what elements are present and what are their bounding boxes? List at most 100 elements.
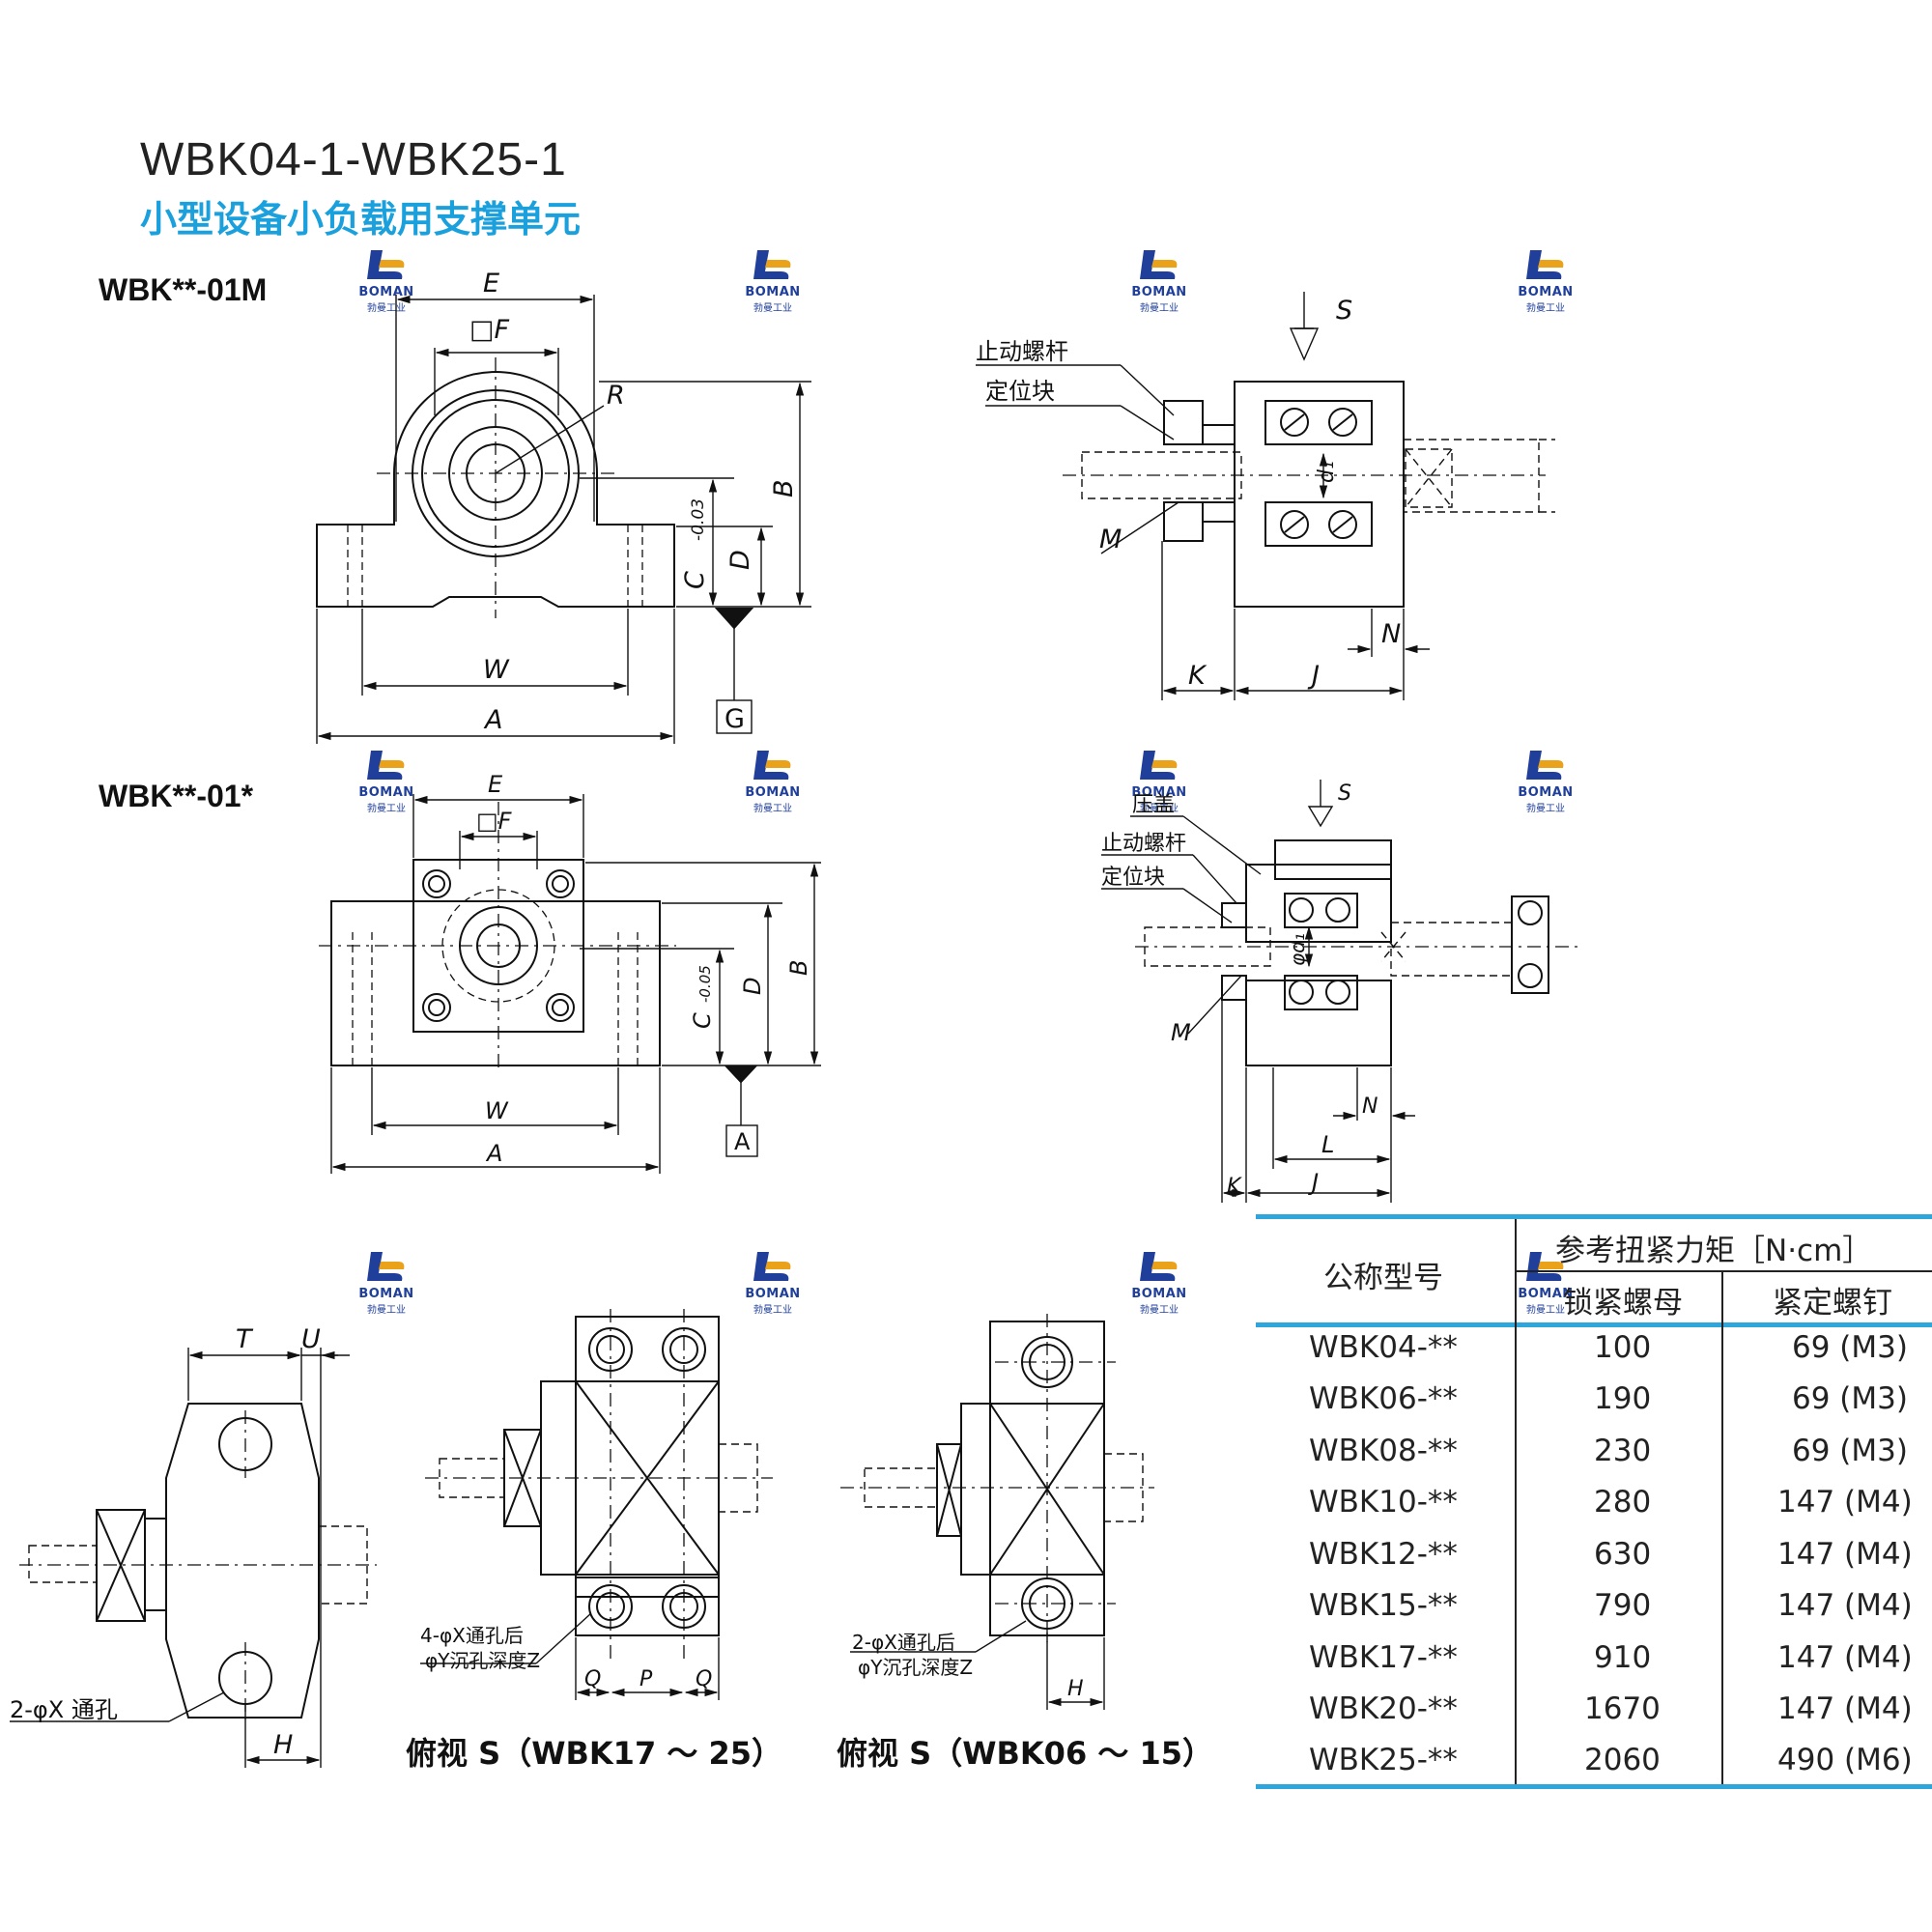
logo-sub: 勃曼工业 <box>1526 303 1565 314</box>
logo-sub: 勃曼工业 <box>367 1305 406 1316</box>
callout-stop-screw-2: 止动螺杆 <box>1101 832 1186 856</box>
boman-logo-icon <box>1140 751 1178 780</box>
table-cell-locknut: 790 <box>1594 1588 1652 1623</box>
logo-sub: 勃曼工业 <box>1140 303 1179 314</box>
table-cell-model: WBK06-** <box>1309 1381 1458 1416</box>
boman-logo-icon <box>367 751 405 780</box>
table-cell-setscrew: 147 (M4) <box>1777 1537 1913 1572</box>
logo-brand: BOMAN <box>1518 785 1574 800</box>
dims-section-01x <box>1101 780 1415 1203</box>
dim-j-2: J <box>1308 1169 1319 1196</box>
front-view-01m <box>316 357 675 618</box>
table-cell-locknut: 1670 <box>1584 1691 1661 1726</box>
dim-a-2: A <box>485 1140 502 1167</box>
logo-sub: 勃曼工业 <box>753 1305 792 1316</box>
dim-e-2: E <box>488 771 503 798</box>
table-header-rule <box>1256 1322 1932 1327</box>
callout-counterbore-2a: 2-φX通孔后 <box>852 1631 955 1654</box>
logo-sub: 勃曼工业 <box>753 303 792 314</box>
dim-n: N <box>1381 619 1401 649</box>
dim-m-2: M <box>1171 1019 1191 1046</box>
callout-through-hole: 2-φX 通孔 <box>10 1696 118 1723</box>
logo-brand: BOMAN <box>358 785 414 800</box>
dims-01m <box>316 295 811 744</box>
dims-section-01m <box>976 292 1430 700</box>
boman-logo: BOMAN 勃曼工业 <box>1507 246 1584 314</box>
boman-logo: BOMAN 勃曼工业 <box>1121 246 1198 314</box>
dim-c: C <box>680 571 710 589</box>
page-title: WBK04-1-WBK25-1 <box>140 134 567 185</box>
boman-logo-icon <box>367 250 405 279</box>
table-bottom-rule <box>1256 1784 1932 1789</box>
callout-counterbore-4b: φY沉孔深度Z <box>425 1649 540 1672</box>
callout-counterbore-4a: 4-φX通孔后 <box>420 1624 524 1647</box>
table-cell-setscrew: 147 (M4) <box>1777 1640 1913 1675</box>
dim-c-tol: -0.03 <box>689 498 708 541</box>
callout-locating-block: 定位块 <box>985 378 1055 405</box>
logo-brand: BOMAN <box>1518 285 1574 299</box>
boman-logo: BOMAN 勃曼工业 <box>734 747 811 814</box>
dim-k-2: K <box>1227 1175 1242 1199</box>
callout-counterbore-2b: φY沉孔深度Z <box>858 1656 973 1679</box>
dim-f-2: □F <box>476 808 513 835</box>
dim-j: J <box>1307 661 1320 691</box>
table-cell-locknut: 190 <box>1594 1381 1652 1416</box>
boman-logo: BOMAN 勃曼工业 <box>1507 747 1584 814</box>
dim-u: U <box>301 1324 321 1354</box>
dim-l: L <box>1321 1131 1334 1158</box>
logo-brand: BOMAN <box>745 285 801 299</box>
dim-h: H <box>273 1730 293 1760</box>
table-header-locknut: 锁紧螺母 <box>1563 1286 1683 1321</box>
table-cell-setscrew: 147 (M4) <box>1777 1691 1913 1726</box>
boman-logo: BOMAN 勃曼工业 <box>348 747 425 814</box>
table-cell-setscrew: 147 (M4) <box>1777 1588 1913 1623</box>
dim-s-2: S <box>1338 781 1351 806</box>
table-cell-locknut: 100 <box>1594 1330 1652 1365</box>
top-view-17-25 <box>425 1309 773 1662</box>
table-header-setscrew: 紧定螺钉 <box>1773 1286 1892 1321</box>
logo-brand: BOMAN <box>745 1287 801 1301</box>
dim-d1: d₁ <box>1315 461 1339 483</box>
dims-top-06-15 <box>850 1620 1105 1710</box>
dim-s: S <box>1336 296 1352 326</box>
table-cell-model: WBK20-** <box>1309 1691 1458 1726</box>
boman-logo-icon <box>1526 250 1564 279</box>
datum-a: A <box>734 1128 751 1155</box>
table-cell-model: WBK15-** <box>1309 1588 1458 1623</box>
dim-b: B <box>769 479 799 497</box>
table-cell-setscrew: 69 (M3) <box>1792 1434 1908 1468</box>
logo-sub: 勃曼工业 <box>1526 1305 1565 1316</box>
side-view <box>19 1403 377 1719</box>
dim-q: Q <box>584 1667 601 1691</box>
dim-c-2: C <box>689 1012 716 1029</box>
boman-logo: BOMAN 勃曼工业 <box>348 1248 425 1316</box>
table-cell-locknut: 2060 <box>1584 1743 1661 1777</box>
dims-01x <box>330 794 821 1174</box>
torque-table: 公称型号 参考扭紧力矩［N·cm］ 锁紧螺母 紧定螺钉 WBK04-** 100… <box>1256 1214 1932 1791</box>
boman-logo-icon <box>753 250 791 279</box>
top-view-06-15 <box>840 1314 1154 1642</box>
dim-a: A <box>483 705 502 735</box>
dim-d-2: D <box>739 978 766 995</box>
logo-sub: 勃曼工业 <box>1140 804 1179 814</box>
dim-k: K <box>1188 661 1208 691</box>
datum-g: G <box>724 704 745 734</box>
model-label-01x: WBK**-01* <box>99 779 254 813</box>
boman-logo-icon <box>1526 1252 1564 1281</box>
dim-e: E <box>483 269 499 298</box>
dims-top-17-25 <box>420 1612 720 1700</box>
dim-phi-d1: φd₁ <box>1286 933 1309 966</box>
dim-t: T <box>236 1324 254 1354</box>
table-cell-locknut: 630 <box>1594 1537 1652 1572</box>
logo-brand: BOMAN <box>745 785 801 800</box>
table-cell-setscrew: 147 (M4) <box>1777 1485 1913 1520</box>
table-cell-model: WBK12-** <box>1309 1537 1458 1572</box>
boman-logo: BOMAN 勃曼工业 <box>1121 1248 1198 1316</box>
boman-logo-icon <box>1526 751 1564 780</box>
boman-logo-icon <box>1140 250 1178 279</box>
logo-sub: 勃曼工业 <box>753 804 792 814</box>
table-header-model: 公称型号 <box>1323 1261 1443 1295</box>
logo-sub: 勃曼工业 <box>367 303 406 314</box>
dim-q-2: Q <box>696 1667 712 1691</box>
logo-sub: 勃曼工业 <box>367 804 406 814</box>
